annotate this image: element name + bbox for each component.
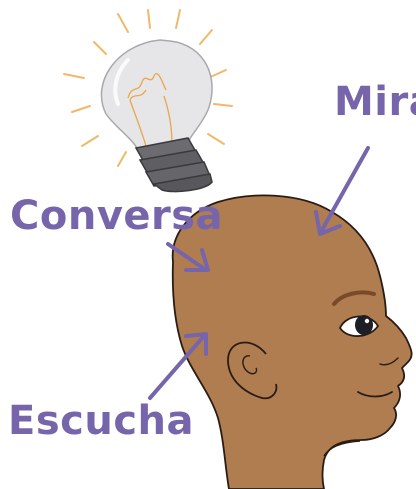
arrow-escucha <box>148 332 208 400</box>
filament <box>127 73 173 147</box>
arrow-mira <box>314 146 370 236</box>
eye <box>338 315 380 337</box>
head-silhouette <box>171 194 413 489</box>
light-rays <box>63 9 233 167</box>
label-mira: Mira <box>334 79 416 125</box>
head-illustration <box>171 194 413 489</box>
label-escucha: Escucha <box>8 398 194 444</box>
nose-line <box>379 357 399 366</box>
arrow-conversa <box>166 242 210 272</box>
jaw-line <box>323 440 361 457</box>
lightbulb-icon <box>63 9 233 193</box>
eyebrow <box>332 290 376 306</box>
ear <box>227 341 278 400</box>
bulb-base <box>134 137 213 193</box>
mouth <box>357 391 393 398</box>
label-conversa: Conversa <box>10 193 224 239</box>
